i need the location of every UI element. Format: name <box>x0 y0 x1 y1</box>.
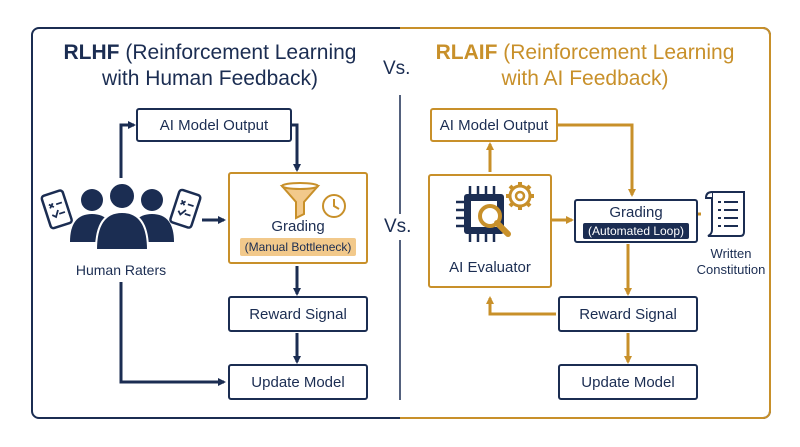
rlhf-reward-signal-box: Reward Signal <box>228 296 368 332</box>
rlaif-title-rest: (Reinforcement Learning with AI Feedback… <box>501 41 735 90</box>
rlaif-update-model-box: Update Model <box>558 364 698 400</box>
arrow-output-to-grading <box>292 123 301 172</box>
rlaif-ai-model-output-label: AI Model Output <box>439 116 549 134</box>
arrow-raters-to-output <box>119 121 136 178</box>
funnel-clock-icon <box>279 182 346 220</box>
constitution-label: Constitution <box>696 262 766 277</box>
human-raters-icon <box>40 182 202 251</box>
rlhf-ai-model-output-label: AI Model Output <box>159 116 269 134</box>
ai-evaluator-box: AI Evaluator <box>428 174 552 288</box>
rlaif-reward-signal-box: Reward Signal <box>558 296 698 332</box>
ai-evaluator-label: AI Evaluator <box>449 259 531 276</box>
arrow-reward-to-evaluator <box>486 296 556 316</box>
rlhf-title: RLHF (Reinforcement Learning with Human … <box>50 40 370 92</box>
rlaif-ai-model-output-box: AI Model Output <box>430 108 558 142</box>
rlaif-title: RLAIF (Reinforcement Learning with AI Fe… <box>420 40 750 92</box>
rlaif-automated-loop-tag: (Automated Loop) <box>582 222 690 239</box>
rlhf-reward-signal-label: Reward Signal <box>249 305 347 323</box>
written-label: Written <box>710 246 752 261</box>
rlhf-manual-bottleneck-tag: (Manual Bottleneck) <box>239 238 357 256</box>
rlaif-grading-box: Grading (Automated Loop) <box>574 199 698 243</box>
arrow-output-to-grading-ai <box>558 123 636 197</box>
rlhf-grading-label: Grading <box>271 218 325 235</box>
arrow-raters-to-update <box>119 282 226 386</box>
rlaif-frame <box>400 27 771 419</box>
rlhf-update-model-label: Update Model <box>251 373 345 391</box>
vs-label-top: Vs. <box>383 58 411 79</box>
rlhf-title-rest: (Reinforcement Learning with Human Feedb… <box>102 41 357 90</box>
rlhf-ai-model-output-box: AI Model Output <box>136 108 292 142</box>
rlaif-title-bold: RLAIF <box>435 41 498 64</box>
rlhf-title-bold: RLHF <box>63 41 120 64</box>
rlhf-grading-box: Grading (Manual Bottleneck) <box>228 172 368 264</box>
rlaif-update-model-label: Update Model <box>581 373 675 391</box>
written-constitution-label: Written Constitution <box>696 246 766 278</box>
ai-chip-magnifier-icon <box>456 182 534 242</box>
rlhf-update-model-box: Update Model <box>228 364 368 400</box>
human-raters-label: Human Raters <box>75 262 167 278</box>
scroll-document-icon <box>704 191 745 237</box>
rlaif-reward-signal-label: Reward Signal <box>579 305 677 323</box>
vs-label-middle: Vs. <box>384 214 412 240</box>
rlaif-grading-label: Grading <box>609 203 663 221</box>
